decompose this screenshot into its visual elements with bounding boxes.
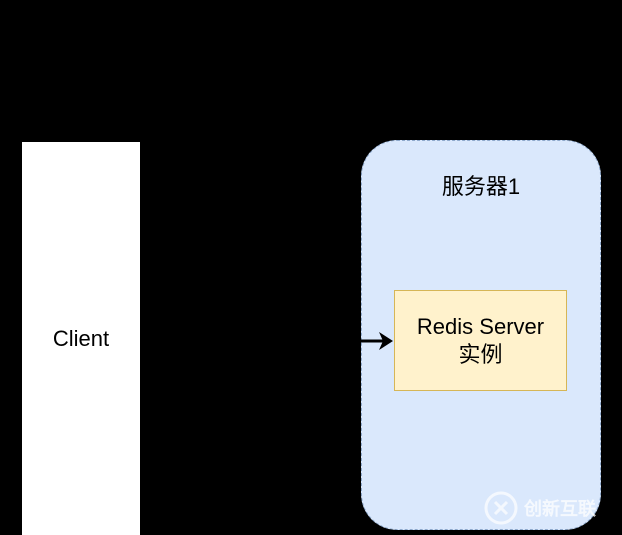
redis-server-node: Redis Server 实例	[394, 290, 567, 391]
client-node: Client	[22, 142, 140, 535]
arrowhead-icon	[379, 332, 393, 350]
server-group-title: 服务器1	[441, 174, 521, 199]
redis-server-label: Redis Server	[416, 313, 545, 339]
connection-arrow	[357, 332, 393, 350]
watermark: 创新互联	[484, 488, 616, 528]
client-label: Client	[52, 325, 110, 351]
watermark-text: 创新互联	[524, 499, 596, 520]
watermark-logo-icon	[484, 491, 518, 525]
redis-instance-label: 实例	[458, 341, 503, 367]
